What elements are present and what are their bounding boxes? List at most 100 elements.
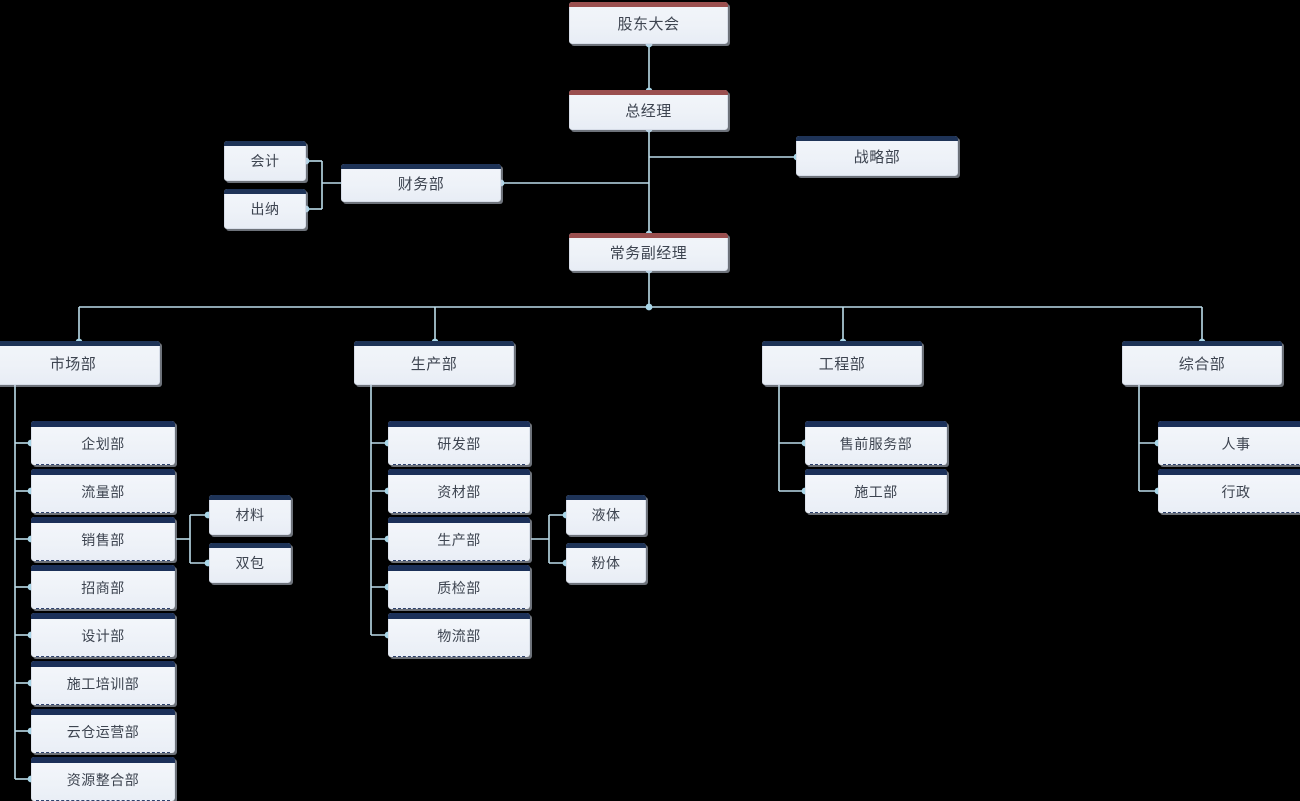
node-cap-navy bbox=[224, 189, 306, 194]
node-production-child[interactable]: 物流部 bbox=[388, 613, 530, 657]
node-market-child[interactable]: 设计部 bbox=[31, 613, 175, 657]
node-dashed-rule bbox=[393, 560, 525, 561]
node-cap-navy bbox=[566, 495, 646, 500]
node-label: 施工部 bbox=[854, 483, 898, 500]
node-label: 总经理 bbox=[625, 102, 672, 120]
node-cap-navy bbox=[762, 341, 922, 346]
node-cap-navy bbox=[388, 517, 530, 523]
node-label: 工程部 bbox=[818, 355, 866, 373]
node-label: 质检部 bbox=[437, 579, 481, 596]
node-dashed-rule bbox=[1163, 512, 1300, 513]
node-dashed-rule bbox=[36, 560, 170, 561]
node-engineering-department[interactable]: 工程部 bbox=[762, 341, 922, 385]
node-label: 物流部 bbox=[437, 627, 481, 644]
node-label: 生产部 bbox=[437, 531, 481, 548]
node-production-child[interactable]: 质检部 bbox=[388, 565, 530, 609]
node-label: 云仓运营部 bbox=[66, 723, 140, 740]
node-dashed-rule bbox=[393, 512, 525, 513]
node-dashed-rule bbox=[36, 464, 170, 465]
node-engineering-child[interactable]: 售前服务部 bbox=[805, 421, 947, 465]
node-label: 研发部 bbox=[437, 435, 481, 452]
node-label: 市场部 bbox=[49, 355, 97, 373]
node-cap-navy bbox=[209, 495, 291, 500]
node-production-sub-child[interactable]: 粉体 bbox=[566, 543, 646, 583]
node-market-department[interactable]: 市场部 bbox=[0, 341, 160, 385]
node-production-department[interactable]: 生产部 bbox=[354, 341, 514, 385]
node-production-child[interactable]: 资材部 bbox=[388, 469, 530, 513]
node-label: 施工培训部 bbox=[66, 675, 140, 692]
node-cashier[interactable]: 出纳 bbox=[224, 189, 306, 229]
node-cap-navy bbox=[31, 709, 175, 715]
node-dashed-rule bbox=[36, 512, 170, 513]
node-market-child[interactable]: 流量部 bbox=[31, 469, 175, 513]
node-dashed-rule bbox=[810, 512, 942, 513]
node-label: 设计部 bbox=[81, 627, 125, 644]
node-cap-red bbox=[569, 233, 728, 238]
node-market-child[interactable]: 企划部 bbox=[31, 421, 175, 465]
node-label: 常务副经理 bbox=[609, 244, 688, 262]
node-strategy-department[interactable]: 战略部 bbox=[796, 136, 958, 176]
node-dashed-rule bbox=[36, 656, 170, 657]
node-label: 售前服务部 bbox=[839, 435, 913, 452]
node-general-affairs-department[interactable]: 综合部 bbox=[1122, 341, 1282, 385]
node-cap-navy bbox=[388, 565, 530, 571]
node-cap-navy bbox=[805, 421, 947, 427]
node-cap-navy bbox=[31, 421, 175, 427]
node-general-manager[interactable]: 总经理 bbox=[569, 90, 728, 130]
node-label: 销售部 bbox=[81, 531, 125, 548]
node-label: 材料 bbox=[235, 507, 265, 523]
node-label: 流量部 bbox=[81, 483, 125, 500]
node-label: 财务部 bbox=[397, 175, 445, 193]
node-market-child[interactable]: 招商部 bbox=[31, 565, 175, 609]
node-cap-navy bbox=[0, 341, 160, 346]
node-label: 行政 bbox=[1221, 483, 1251, 500]
node-production-sub-child[interactable]: 液体 bbox=[566, 495, 646, 535]
node-production-child-production[interactable]: 生产部 bbox=[388, 517, 530, 561]
node-sales-child[interactable]: 材料 bbox=[209, 495, 291, 535]
node-cap-navy bbox=[1158, 469, 1300, 475]
node-cap-navy bbox=[31, 757, 175, 763]
node-accountant[interactable]: 会计 bbox=[224, 141, 306, 181]
node-market-child[interactable]: 云仓运营部 bbox=[31, 709, 175, 753]
node-dashed-rule bbox=[36, 704, 170, 705]
node-label: 企划部 bbox=[81, 435, 125, 452]
node-deputy-general-manager[interactable]: 常务副经理 bbox=[569, 233, 728, 271]
node-label: 股东大会 bbox=[617, 15, 680, 33]
node-cap-navy bbox=[388, 421, 530, 427]
node-engineering-child[interactable]: 施工部 bbox=[805, 469, 947, 513]
node-label: 液体 bbox=[591, 507, 621, 523]
node-cap-navy bbox=[31, 469, 175, 475]
node-production-child[interactable]: 研发部 bbox=[388, 421, 530, 465]
node-label: 战略部 bbox=[853, 148, 901, 166]
node-sales-child[interactable]: 双包 bbox=[209, 543, 291, 583]
node-dashed-rule bbox=[393, 608, 525, 609]
node-shareholders[interactable]: 股东大会 bbox=[569, 2, 728, 44]
node-cap-navy bbox=[224, 141, 306, 146]
node-general-affairs-child[interactable]: 行政 bbox=[1158, 469, 1300, 513]
node-cap-navy bbox=[796, 136, 958, 141]
node-dashed-rule bbox=[393, 656, 525, 657]
node-cap-navy bbox=[31, 613, 175, 619]
node-label: 出纳 bbox=[250, 201, 280, 217]
node-label: 会计 bbox=[250, 153, 280, 169]
node-label: 资材部 bbox=[437, 483, 481, 500]
node-cap-red bbox=[569, 2, 728, 7]
node-cap-navy bbox=[1122, 341, 1282, 346]
node-cap-navy bbox=[566, 543, 646, 548]
node-cap-navy bbox=[805, 469, 947, 475]
node-dashed-rule bbox=[36, 752, 170, 753]
node-dashed-rule bbox=[1163, 464, 1300, 465]
node-market-child[interactable]: 施工培训部 bbox=[31, 661, 175, 705]
node-market-child[interactable]: 资源整合部 bbox=[31, 757, 175, 801]
node-cap-navy bbox=[354, 341, 514, 346]
node-general-affairs-child[interactable]: 人事 bbox=[1158, 421, 1300, 465]
node-finance-department[interactable]: 财务部 bbox=[341, 164, 501, 202]
node-market-child-sales[interactable]: 销售部 bbox=[31, 517, 175, 561]
node-label: 资源整合部 bbox=[66, 771, 140, 788]
node-label: 粉体 bbox=[591, 555, 621, 571]
node-label: 综合部 bbox=[1178, 355, 1226, 373]
node-cap-navy bbox=[31, 661, 175, 667]
node-dashed-rule bbox=[810, 464, 942, 465]
node-cap-navy bbox=[209, 543, 291, 548]
